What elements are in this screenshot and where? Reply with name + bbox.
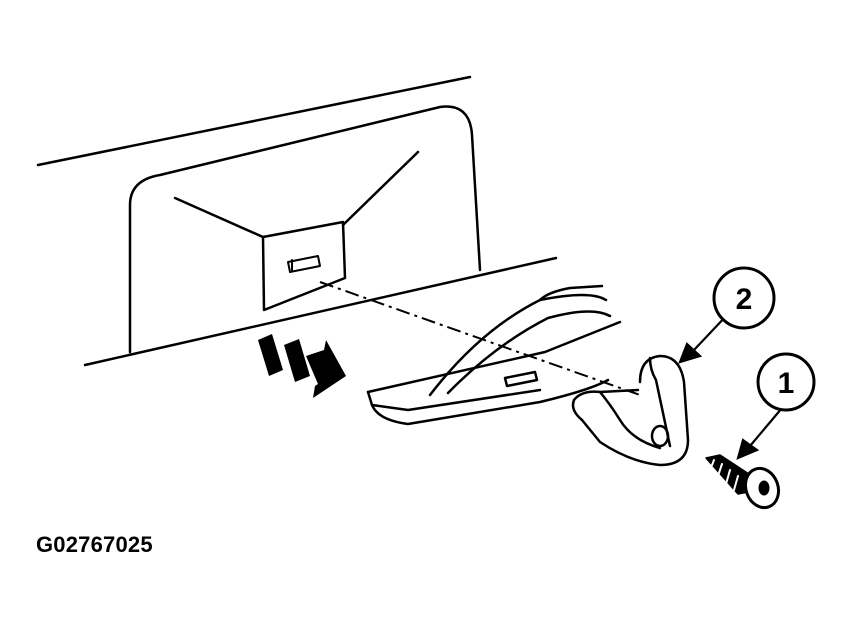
direction-arrowhead	[306, 340, 346, 398]
figure-code: G02767025	[36, 532, 153, 557]
callout-label-2: 2	[736, 283, 753, 316]
pocket-opening	[261, 220, 347, 312]
panel-top-edge	[36, 75, 472, 167]
pocket-line-right	[341, 150, 420, 227]
direction-dash-2	[284, 339, 310, 382]
direction-dash-1	[258, 334, 283, 376]
callout-circle-2	[712, 266, 776, 330]
leader-line-1	[749, 407, 783, 447]
screw-part	[705, 454, 781, 510]
callout-1: 1	[756, 352, 816, 412]
callout-2: 2	[712, 266, 776, 330]
callout-label-1: 1	[778, 367, 795, 400]
callout-circle-1	[756, 352, 816, 412]
clip-part	[571, 354, 690, 467]
leader-arrowhead-2	[678, 342, 703, 364]
recess-outline	[128, 105, 482, 354]
latch-bracket	[366, 284, 622, 426]
pocket-line-left	[173, 196, 265, 239]
alignment-line	[319, 281, 641, 396]
direction-arrows	[258, 334, 346, 398]
leader-lines	[678, 313, 783, 460]
panel-lower-edge	[83, 256, 558, 367]
pocket-slot	[287, 255, 321, 273]
leader-arrowhead-1	[736, 438, 760, 460]
